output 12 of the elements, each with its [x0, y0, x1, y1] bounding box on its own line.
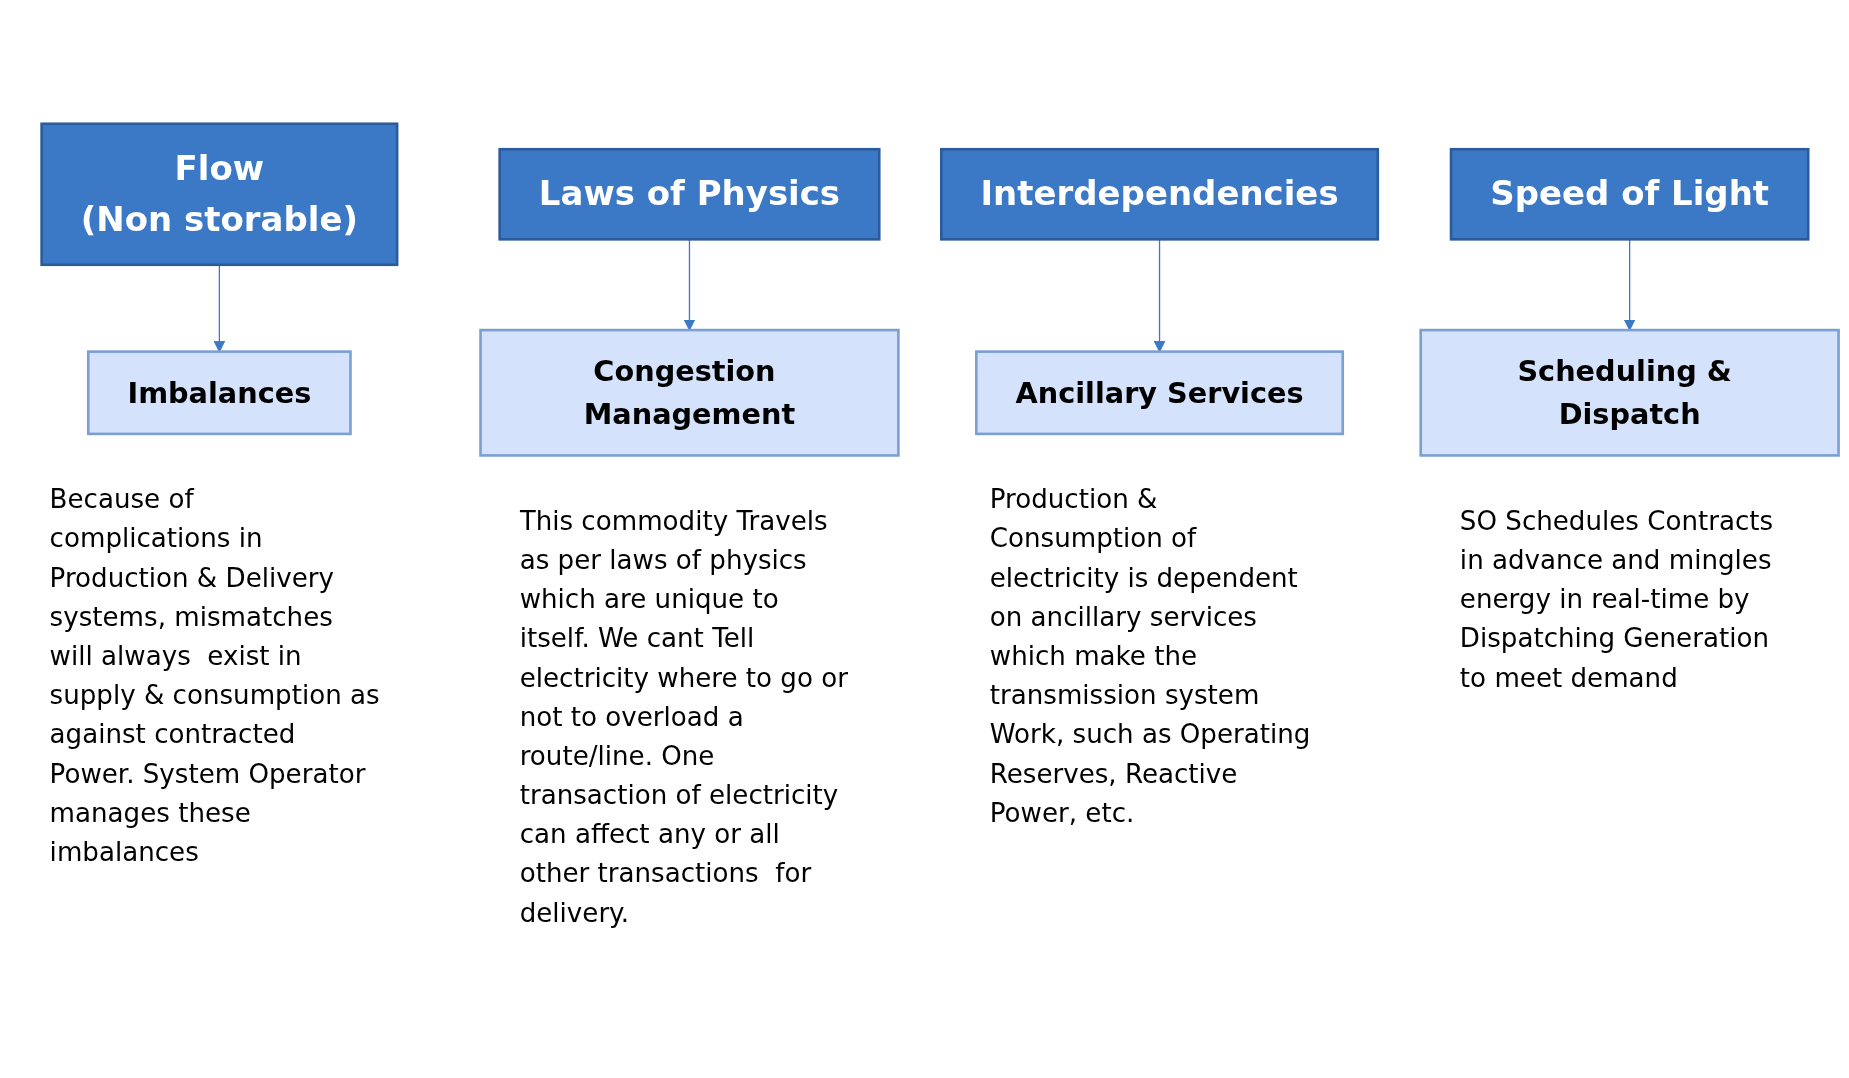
node-box: [1419, 328, 1840, 457]
node-box: [940, 147, 1380, 241]
node-box: [479, 328, 900, 457]
node-label: This commodity Travels as per laws of physics which are unique to itself. We cant Tell electricity where to go or not to overload a route/line. One transaction of electricity can affect any or all other transactions for delivery.: [519, 505, 848, 929]
node-box: [86, 350, 352, 436]
node-label: SO Schedules Contracts in advance and mingles energy in real-time by Dispatching Generation to meet demand: [1459, 505, 1774, 694]
node-box: [975, 350, 1345, 436]
node-label: Production & Consumption of electricity is dependent on ancillary services which make the transmission system Work, such as Operating Reserves, Reactive Power, etc.: [989, 483, 1311, 829]
node-box: [40, 122, 399, 267]
node-label: Because of complications in Production & Delivery systems, mismatches will always exist in supply & consumption as against contracted Power. System Operator manages these imbalances: [49, 483, 380, 868]
node-box: [1449, 147, 1810, 241]
node-box: [498, 147, 881, 241]
